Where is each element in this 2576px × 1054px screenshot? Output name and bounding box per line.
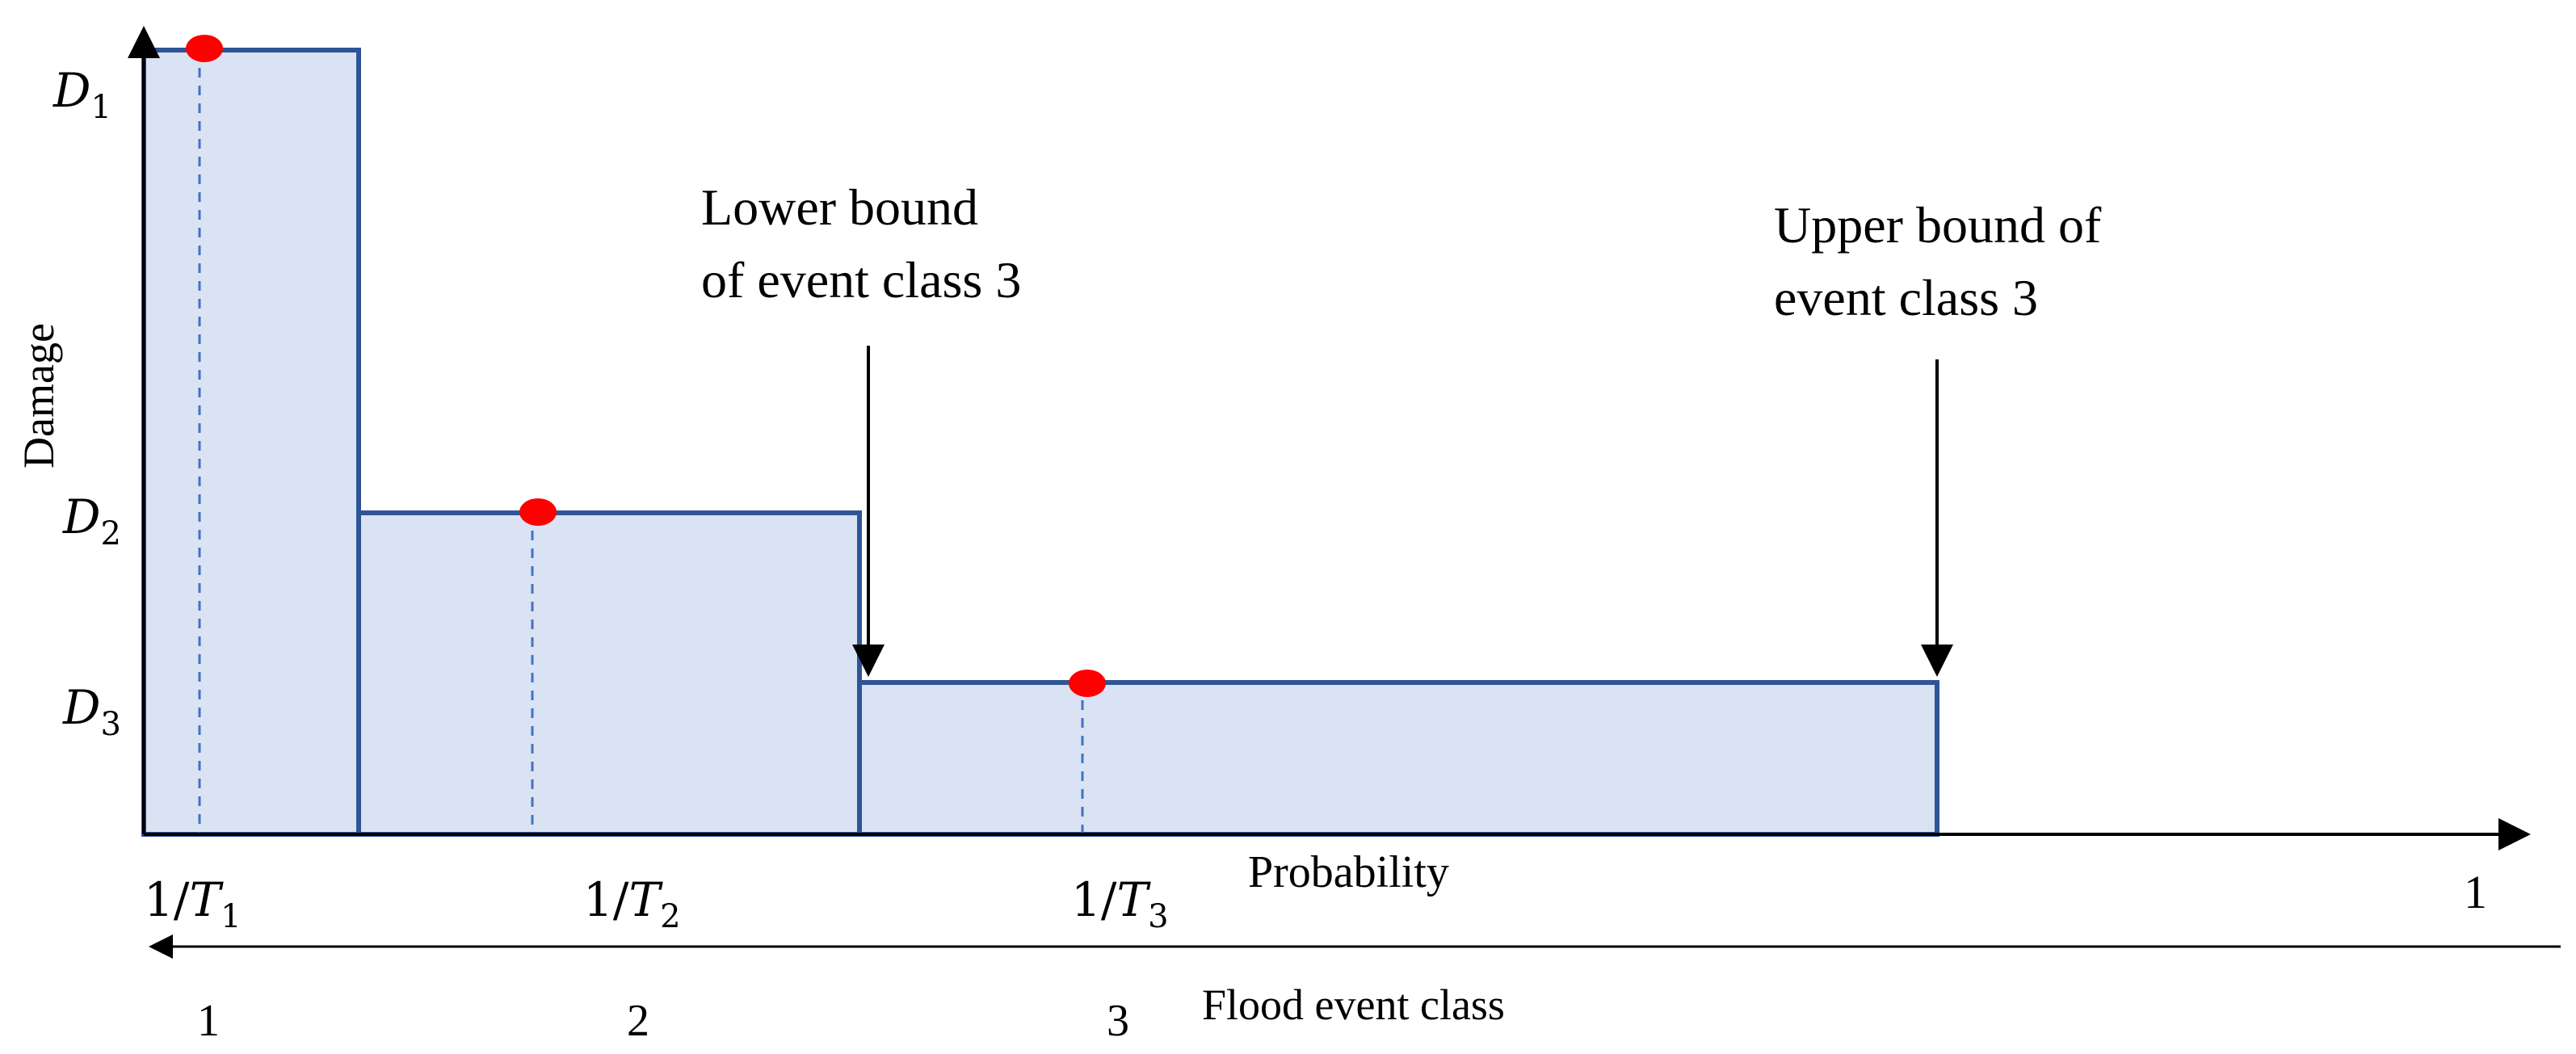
damage-label-1: D1 — [53, 63, 111, 126]
event-class-label-3: 3 — [1107, 996, 1129, 1046]
event-class-label-2: 2 — [627, 996, 649, 1046]
upper-bound-annotation: Upper bound of event class 3 — [1774, 196, 2114, 326]
bar-event-class-3 — [857, 680, 1939, 837]
point-2 — [519, 498, 557, 526]
probability-label-1: 1/T1 — [144, 872, 242, 935]
bar-event-class-1 — [141, 48, 361, 837]
event-class-axis-title: Flood event class — [1202, 981, 1505, 1029]
point-3 — [1069, 670, 1106, 697]
damage-label-2: D2 — [62, 489, 121, 552]
probability-label-3: 1/T3 — [1071, 872, 1169, 935]
point-1 — [186, 35, 223, 62]
y-axis-title: Damage — [15, 323, 63, 468]
lower-bound-annotation: Lower bound of event class 3 — [701, 178, 1021, 309]
probability-axis-end-label: 1 — [2464, 866, 2487, 918]
probability-label-2: 1/T2 — [583, 872, 681, 935]
event-class-label-1: 1 — [197, 996, 220, 1046]
probability-axis-title: Probability — [1248, 847, 1449, 897]
damage-label-3: D3 — [62, 680, 121, 743]
bar-event-class-2 — [356, 510, 862, 837]
